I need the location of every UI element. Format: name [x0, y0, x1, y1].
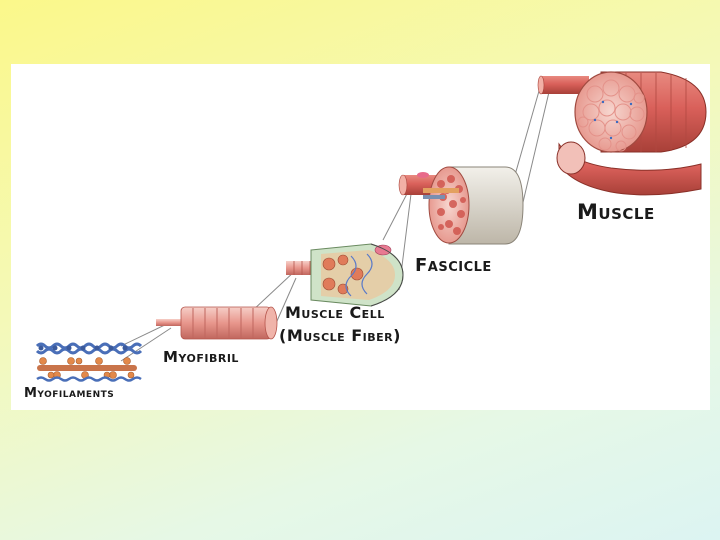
actin-filament: [36, 376, 142, 382]
label-myofibril: Myofibril: [163, 348, 239, 366]
label-fascicle: Fascicle: [415, 255, 492, 276]
muscle-illustration: [537, 71, 707, 196]
label-muscle: Muscle: [577, 200, 655, 224]
myofibril-strand: [156, 319, 186, 326]
actin-filament: [35, 342, 143, 350]
connector-line: [120, 327, 172, 362]
muscle-cell-illustration: [286, 243, 404, 307]
myosin-filament: [37, 365, 137, 371]
muscle-fascicle-strand: [541, 76, 589, 94]
myofibril-illustration: [156, 306, 278, 340]
label-muscle-cell: Muscle Cell: [285, 303, 385, 322]
muscle-structure-diagram: Muscle Fascicle Muscle Cell (Muscle Fibe…: [11, 64, 710, 410]
actin-filament: [35, 347, 143, 355]
diagram-illustration: [35, 71, 707, 382]
connector-line: [250, 269, 297, 313]
fascicle-illustration: [398, 166, 524, 245]
myofilaments-illustration: [35, 342, 143, 382]
label-myofilaments: Myofilaments: [24, 386, 115, 401]
label-muscle-fiber: (Muscle Fiber): [279, 326, 401, 345]
